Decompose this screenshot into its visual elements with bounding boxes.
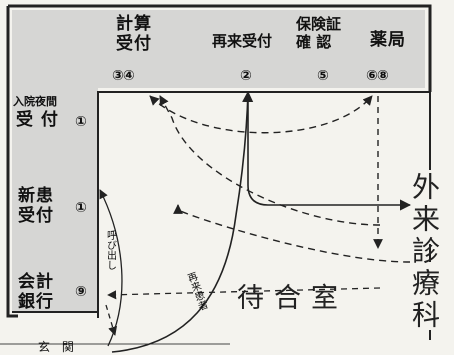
counter-revisit-number: ②	[240, 68, 252, 84]
inner-wall	[97, 91, 430, 318]
entrance-label: 玄 関	[38, 340, 78, 354]
counter-insurance-label: 保険証 確 認	[296, 15, 342, 51]
outer-wall	[6, 4, 432, 318]
counter-night-small: 入院夜間	[13, 95, 57, 108]
outpatient-to-calc-dashed	[159, 95, 381, 226]
outpatient-label: 外来診療科	[408, 172, 441, 332]
waiting-room-label: 待合室	[237, 283, 348, 314]
counter-pharmacy-number: ⑥⑧	[366, 68, 389, 84]
counter-night-number: ①	[75, 114, 87, 130]
counter-bank-number: ⑨	[75, 284, 87, 300]
counter-calc-number: ③④	[112, 68, 135, 84]
counter-newpatient-label: 新患 受付	[18, 186, 54, 227]
counter-pharmacy-label: 薬局	[370, 30, 406, 50]
waiting-to-entrance-dashed	[173, 204, 411, 263]
counter-night-label: 受 付	[16, 110, 59, 130]
calc-to-pharmacy-dashed	[149, 95, 373, 134]
call-dashed	[107, 287, 381, 300]
counter-zone	[12, 10, 425, 312]
counter-insurance-number: ⑤	[317, 68, 329, 84]
counter-newpatient-number: ①	[75, 200, 87, 216]
outpatient-solid-arrow	[247, 95, 412, 211]
counter-calc-label: 計算 受付	[116, 14, 152, 54]
revisit-solid-arrow	[111, 90, 254, 353]
call-label: 呼び出し	[104, 230, 116, 270]
counter-revisit-label: 再来受付	[212, 32, 273, 50]
counter-bank-label: 会計 銀行	[18, 272, 54, 313]
